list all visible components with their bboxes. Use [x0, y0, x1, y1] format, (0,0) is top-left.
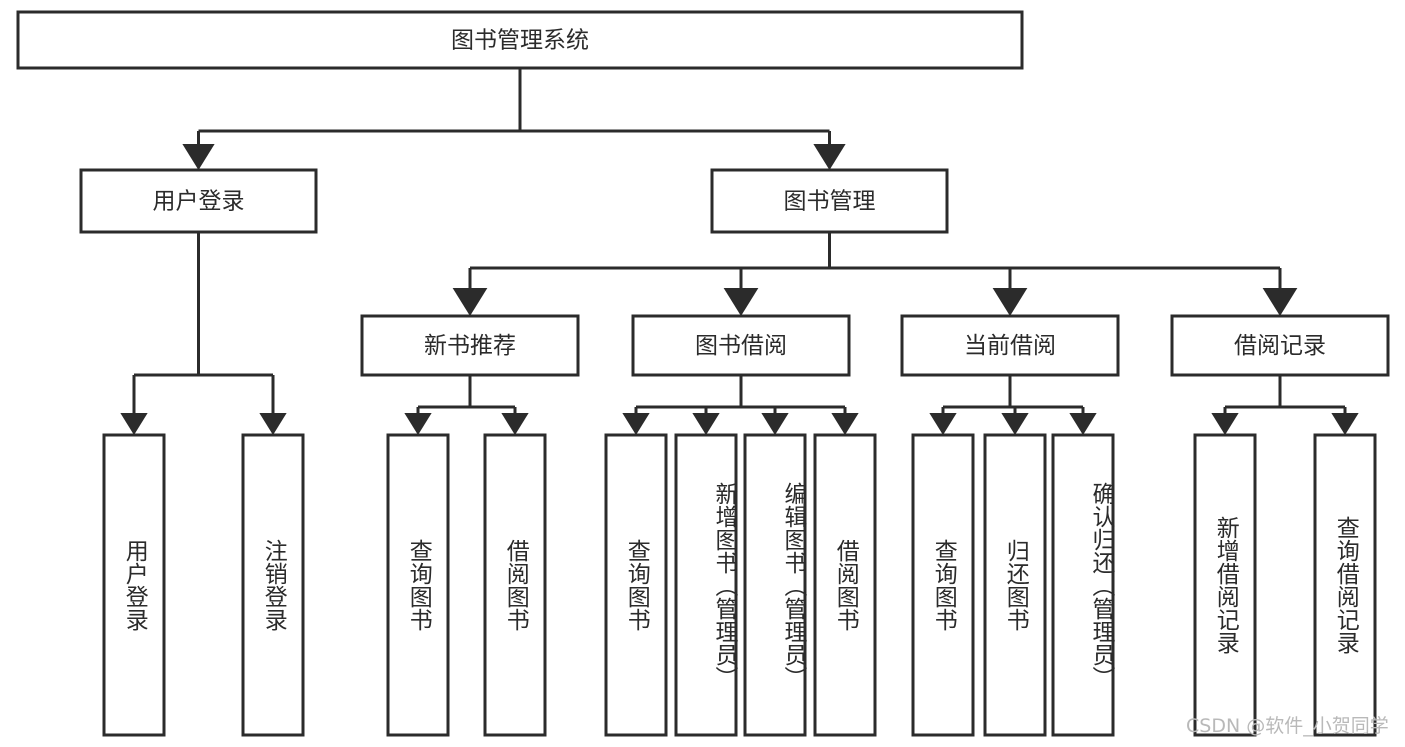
arrow-head-icon — [452, 288, 488, 316]
node-box-leaf-add-book-admin[interactable] — [674, 433, 738, 737]
arrow-head-icon — [1211, 413, 1239, 435]
node-label-borrow-records: 借阅记录 — [1234, 333, 1326, 359]
arrow-head-icon — [1262, 288, 1298, 316]
arrow-head-icon — [761, 413, 789, 435]
arrow-head-icon — [259, 413, 287, 435]
node-box-new-book-recommend[interactable] — [360, 314, 580, 377]
node-box-leaf-query-book-3[interactable] — [911, 433, 975, 737]
arrow-head-icon — [622, 413, 650, 435]
node-box-current-borrow[interactable] — [900, 314, 1120, 377]
node-box-user-login[interactable] — [79, 168, 318, 234]
node-box-leaf-add-borrow-record[interactable] — [1193, 433, 1257, 737]
node-box-leaf-query-book-1[interactable] — [386, 433, 450, 737]
node-box-leaf-user-login[interactable] — [102, 433, 166, 737]
arrow-head-icon — [182, 144, 215, 170]
arrow-head-icon — [120, 413, 148, 435]
node-box-leaf-borrow-book-1[interactable] — [483, 433, 547, 737]
arrow-head-icon — [1069, 413, 1097, 435]
node-box-leaf-return-book[interactable] — [983, 433, 1047, 737]
arrow-head-icon — [404, 413, 432, 435]
node-label-user-login: 用户登录 — [153, 189, 245, 215]
node-box-leaf-edit-book-admin[interactable] — [743, 433, 807, 737]
node-box-book-borrow[interactable] — [631, 314, 851, 377]
node-box-leaf-query-book-2[interactable] — [604, 433, 668, 737]
arrow-head-icon — [992, 288, 1028, 316]
arrow-head-icon — [1331, 413, 1359, 435]
arrow-head-icon — [929, 413, 957, 435]
arrow-head-icon — [692, 413, 720, 435]
node-label-current-borrow: 当前借阅 — [964, 333, 1056, 359]
arrow-head-icon — [1001, 413, 1029, 435]
arrow-head-icon — [723, 288, 759, 316]
arrow-head-icon — [813, 144, 846, 170]
node-box-leaf-borrow-book-2[interactable] — [813, 433, 877, 737]
node-label-book-borrow: 图书借阅 — [695, 333, 787, 359]
node-box-borrow-records[interactable] — [1170, 314, 1390, 377]
node-label-root: 图书管理系统 — [451, 28, 589, 54]
node-box-leaf-logout[interactable] — [241, 433, 305, 737]
node-box-leaf-query-borrow-record[interactable] — [1313, 433, 1377, 737]
node-box-leaf-confirm-return-admin[interactable] — [1051, 433, 1115, 737]
connector-group — [120, 68, 1359, 435]
arrow-head-icon — [831, 413, 859, 435]
node-label-new-book-recommend: 新书推荐 — [424, 333, 516, 359]
node-label-book-management: 图书管理 — [784, 189, 876, 215]
watermark-text: CSDN @软件_小贺同学 — [1186, 715, 1389, 737]
node-box-root[interactable] — [16, 10, 1024, 70]
node-box-book-management[interactable] — [710, 168, 949, 234]
arrow-head-icon — [501, 413, 529, 435]
